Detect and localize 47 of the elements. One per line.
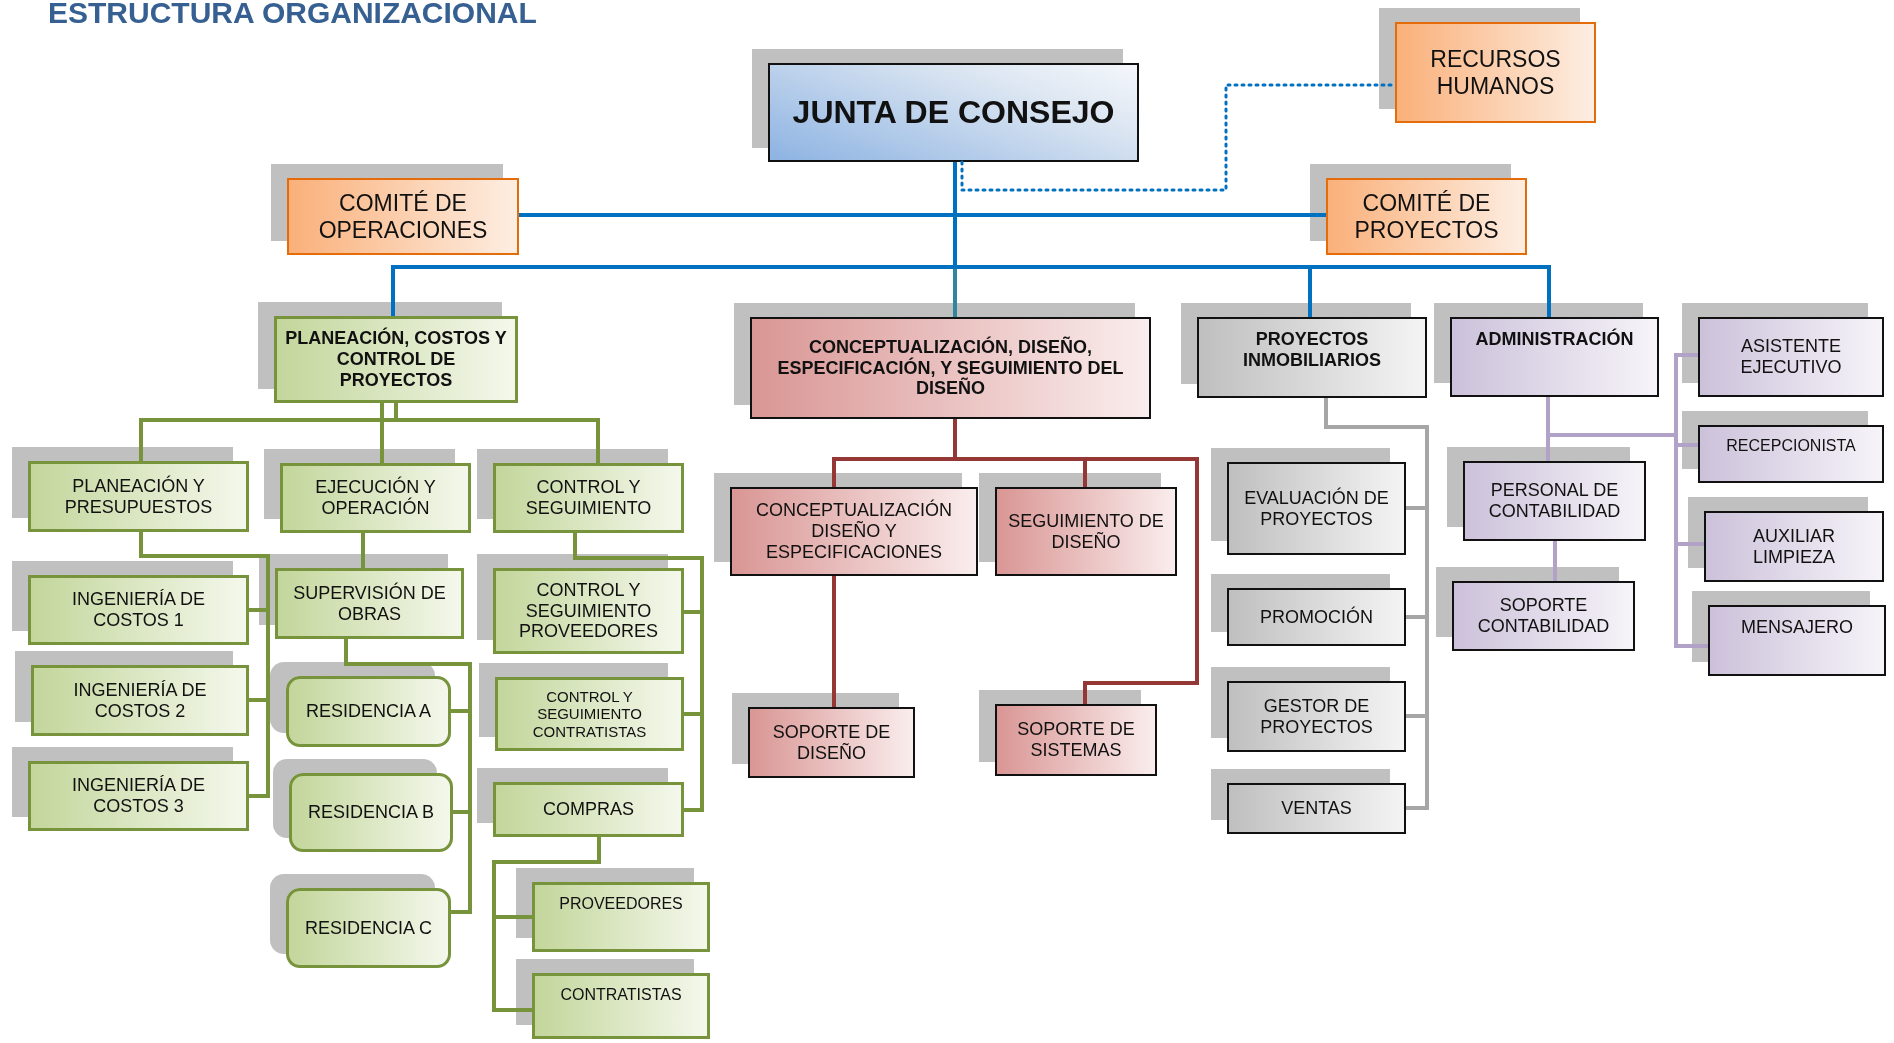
- unit-name: JUNTA DE CONSEJO: [792, 94, 1115, 131]
- unit-name: GESTOR DE PROYECTOS: [1259, 695, 1374, 738]
- unit-name: SOPORTE DE SISTEMAS: [1016, 719, 1136, 761]
- unit-name: CONCEPTUALIZACIÓN, DISEÑO, ESPECIFICACIÓN, Y SEGUIMIENTO DEL DISEÑO: [776, 336, 1125, 400]
- unit-name: PROMOCIÓN: [1260, 606, 1373, 628]
- unit-name: EJECUCIÓN Y OPERACIÓN: [314, 477, 437, 519]
- unit-name: EVALUACIÓN DE PROYECTOS: [1243, 487, 1390, 530]
- unit-name: COMITÉ DE OPERACIONES: [317, 190, 489, 243]
- unit-name: SOPORTE DE DISEÑO: [771, 721, 892, 764]
- unit-name: RECURSOS HUMANOS: [1429, 46, 1562, 99]
- unit-name: INGENIERÍA DE COSTOS 1: [71, 589, 206, 631]
- unit-name: RESIDENCIA C: [305, 917, 432, 939]
- connector-line: [1324, 398, 1429, 810]
- unit-name: PLANEACIÓN, COSTOS Y CONTROL DE PROYECTOS: [285, 328, 507, 391]
- unit-name: PERSONAL DE CONTABILIDAD: [1487, 480, 1622, 522]
- unit-name: INGENIERÍA DE COSTOS 3: [71, 775, 206, 817]
- unit-name: PLANEACIÓN Y PRESUPUESTOS: [63, 475, 214, 518]
- unit-name: CONTRATISTAS: [560, 986, 682, 1005]
- connector-line: [361, 533, 365, 568]
- connector-line: [573, 533, 704, 812]
- unit-name: RESIDENCIA A: [305, 701, 431, 722]
- unit-name: PROYECTOS INMOBILIARIOS: [1242, 329, 1382, 371]
- unit-name: COMPRAS: [543, 799, 634, 820]
- connector-line: [1553, 541, 1557, 581]
- unit-name: COMITÉ DE PROYECTOS: [1353, 190, 1500, 243]
- unit-name: CONTROL Y SEGUIMIENTO: [524, 477, 653, 519]
- unit-name: CONTROL Y SEGUIMIENTO CONTRATISTAS: [531, 688, 648, 740]
- unit-name: PROVEEDORES: [559, 895, 683, 914]
- connector-line: [832, 576, 836, 707]
- unit-name: RECEPCIONISTA: [1726, 437, 1856, 456]
- unit-name: INGENIERÍA DE COSTOS 2: [72, 679, 208, 722]
- unit-name: CONCEPTUALIZACIÓN DISEÑO Y ESPECIFICACIONES: [755, 500, 953, 563]
- unit-name: SOPORTE CONTABILIDAD: [1476, 595, 1611, 637]
- connector-line: [344, 639, 472, 914]
- connector-line: [380, 403, 384, 463]
- chart-title: ESTRUCTURA ORGANIZACIONAL: [48, 0, 537, 30]
- unit-name: SUPERVISIÓN DE OBRAS: [292, 582, 447, 625]
- unit-name: MENSAJERO: [1741, 617, 1853, 638]
- connector-line: [139, 532, 270, 798]
- unit-name: CONTROL Y SEGUIMIENTO PROVEEDORES: [517, 579, 659, 643]
- connector-line: [492, 837, 601, 1012]
- unit-name: VENTAS: [1281, 798, 1352, 819]
- unit-name: SEGUIMIENTO DE DISEÑO: [1007, 510, 1165, 553]
- unit-name: ADMINISTRACIÓN: [1475, 329, 1634, 350]
- unit-name: AUXILIAR LIMPIEZA: [1752, 525, 1836, 568]
- unit-name: ASISTENTE EJECUTIVO: [1739, 336, 1843, 378]
- unit-name: RESIDENCIA B: [307, 802, 434, 823]
